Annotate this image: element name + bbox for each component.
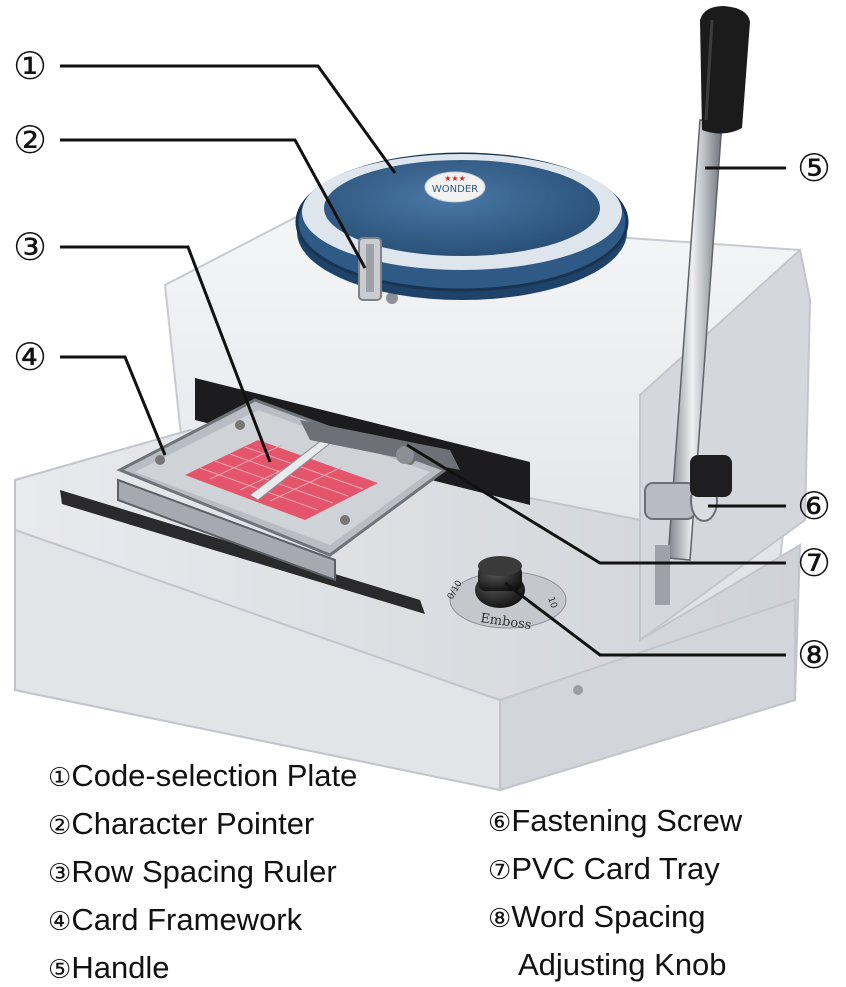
- knob-mark-high: 10: [545, 596, 558, 610]
- pvc-card-tray: [300, 420, 460, 470]
- legend-item: ⑧Word Spacing: [488, 899, 706, 934]
- legend-item-continuation: Adjusting Knob: [518, 947, 727, 982]
- callout-6: ⑥: [797, 484, 831, 528]
- svg-text:★★★: ★★★: [444, 174, 466, 183]
- callout-5: ⑤: [797, 146, 831, 190]
- legend-item: ②Character Pointer: [48, 806, 315, 841]
- knob-label-text: Emboss: [479, 611, 532, 633]
- callout-8: ⑧: [797, 633, 831, 677]
- card-framework: [116, 398, 449, 582]
- callout-numbers: ① ② ③ ④ ⑤ ⑥ ⑦ ⑧: [13, 44, 831, 677]
- legend-item: ⑥Fastening Screw: [488, 803, 743, 838]
- word-spacing-knob: Emboss 0/10 10: [446, 556, 567, 633]
- legend-left: ①Code-selection Plate ②Character Pointer…: [48, 752, 357, 987]
- callout-2: ②: [13, 118, 47, 162]
- legend-item: ①Code-selection Plate: [48, 758, 358, 793]
- callout-4: ④: [13, 335, 47, 379]
- character-pointer: [358, 237, 382, 301]
- legend-item: ③Row Spacing Ruler: [48, 854, 337, 889]
- code-selection-dial: WONDER ★★★: [295, 152, 629, 300]
- callout-1: ①: [13, 44, 47, 88]
- legend-item: ④Card Framework: [48, 902, 303, 937]
- handle: [655, 6, 750, 605]
- callout-lines: [60, 64, 786, 657]
- legend-right: ⑥Fastening Screw ⑦PVC Card Tray ⑧Word Sp…: [488, 797, 742, 987]
- callout-3: ③: [13, 225, 47, 269]
- legend-item: ⑤Handle: [48, 950, 170, 985]
- fastening-screw: [644, 455, 732, 522]
- dial-brand-text: WONDER: [432, 184, 478, 195]
- callout-7: ⑦: [797, 541, 831, 585]
- legend-item: ⑦PVC Card Tray: [488, 851, 720, 886]
